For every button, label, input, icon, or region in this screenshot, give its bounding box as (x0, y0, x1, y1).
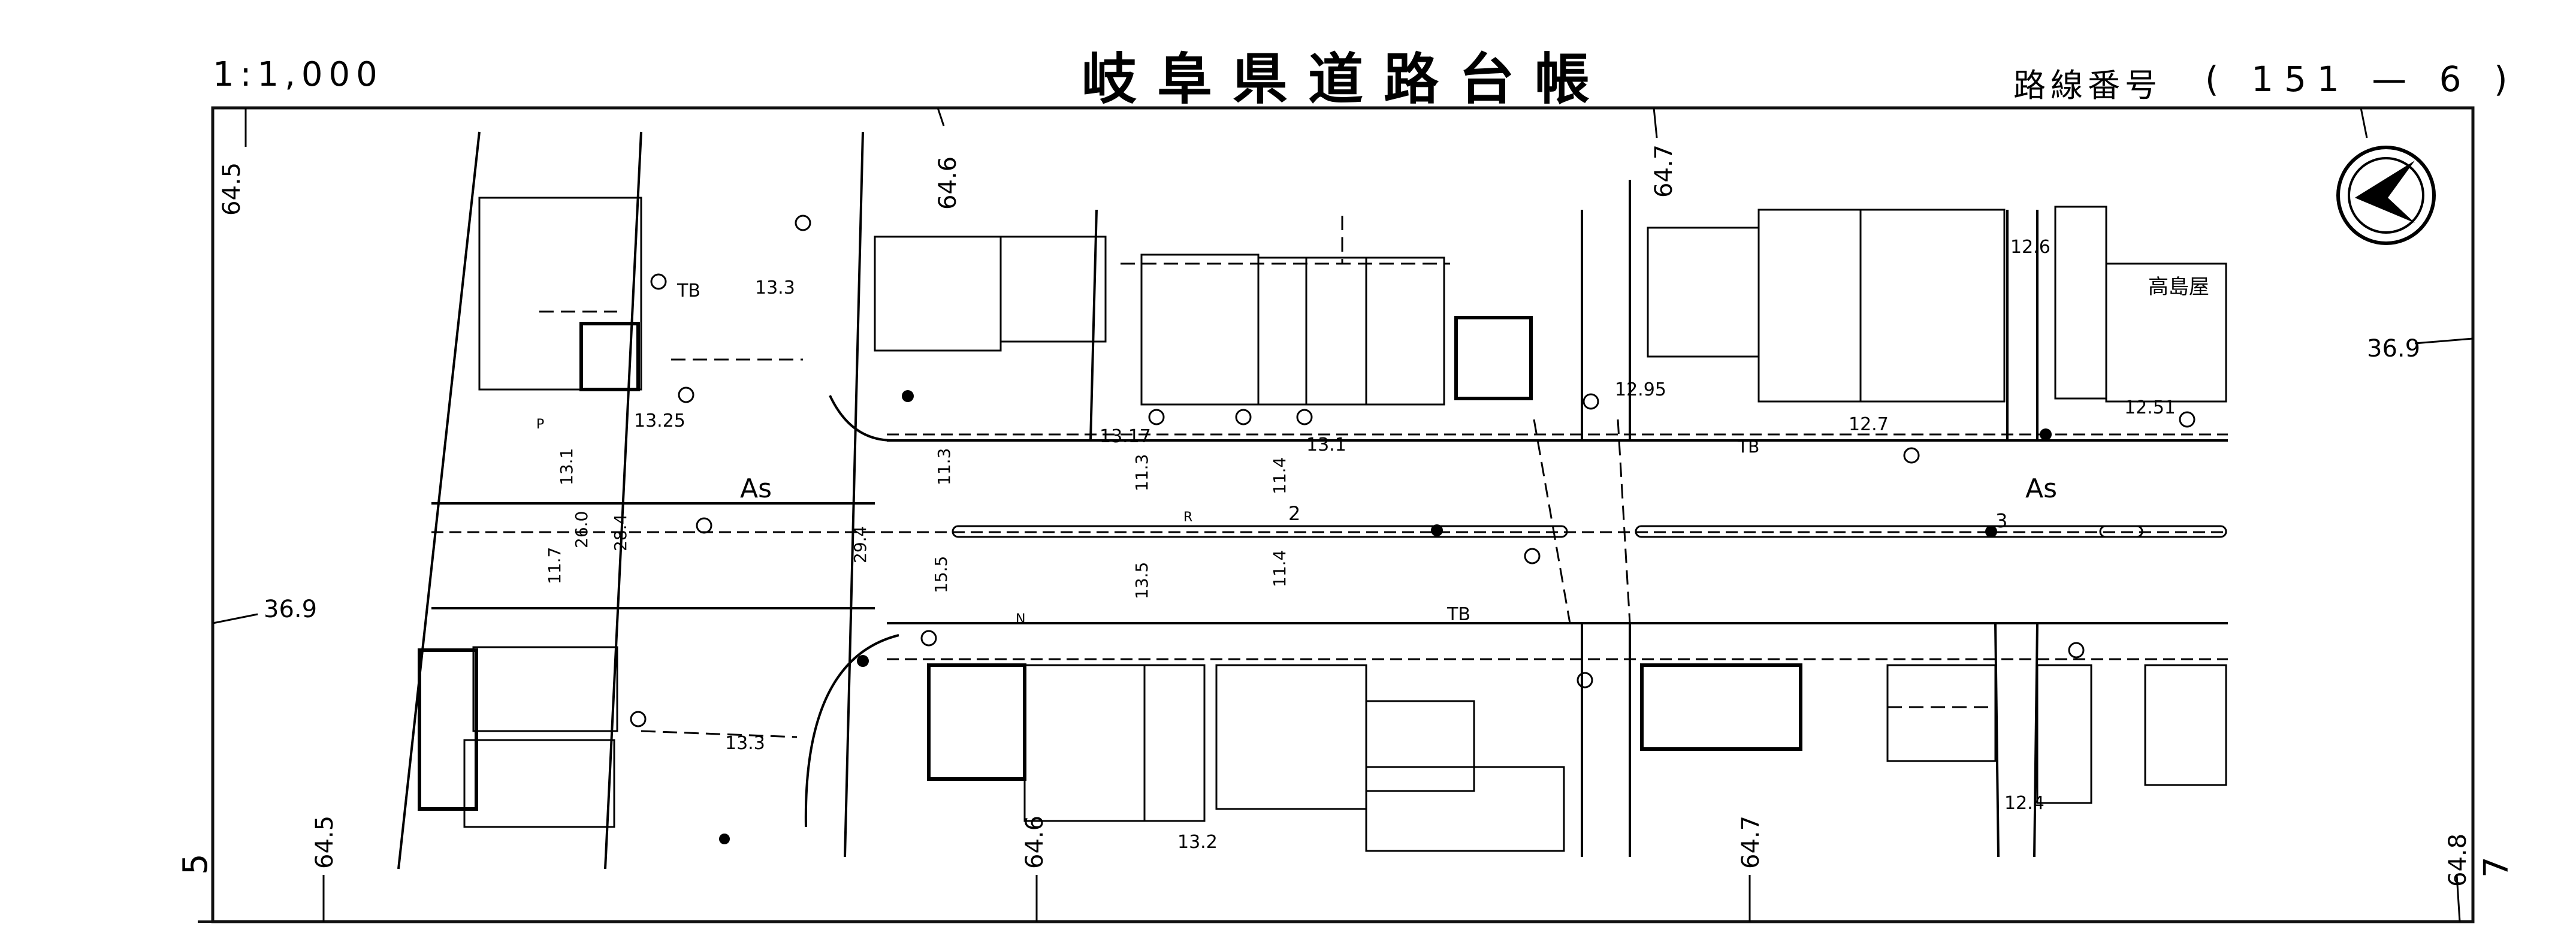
north-arrow-icon (2336, 146, 2436, 245)
route-number-label: 路線番号 (2013, 67, 2162, 104)
road-width: 13.2 (1177, 832, 1218, 853)
road-width: 13.1 (1306, 434, 1346, 455)
section-width: 13.5 (1132, 562, 1152, 599)
coordinate-tick: 36.9 (2367, 335, 2420, 363)
map-marker: TB (677, 280, 700, 301)
coordinate-tick: 36.9 (264, 596, 317, 623)
coordinate-tick: 64.6 (934, 156, 962, 210)
road-width: 12.6 (2010, 237, 2050, 258)
map-marker: N (1016, 612, 1025, 627)
road-width: 13.17 (1100, 426, 1151, 447)
building-name: 高島屋 (2148, 275, 2209, 299)
surface-label: As (740, 473, 772, 504)
map-marker: P (536, 417, 544, 432)
section-width: 15.5 (931, 556, 951, 593)
coordinate-tick: 64.5 (218, 162, 246, 216)
section-width: 11.4 (1270, 457, 1289, 494)
map-marker: TB (1737, 437, 1759, 457)
section-width: 11.3 (934, 448, 954, 485)
map-marker: 3 (1995, 509, 2007, 532)
section-width: 29.4 (850, 526, 870, 563)
route-number-value: ( 151 — 6 ) (2205, 59, 2518, 99)
section-width: 11.7 (545, 547, 564, 584)
section-width: 11.3 (1132, 454, 1152, 491)
section-width: 28.4 (611, 514, 630, 551)
road-width: 12.7 (1849, 414, 1889, 435)
section-width: 26.0 (572, 511, 591, 548)
road-width: 13.3 (755, 277, 795, 298)
map-marker: 2 (1288, 502, 1300, 525)
coordinate-tick: 64.7 (1650, 144, 1678, 198)
road-width: 13.25 (634, 410, 685, 431)
map-marker: TB (1446, 604, 1470, 625)
page-title: 岐阜県道路台帳 (1082, 47, 1611, 111)
coordinate-tick: 64.6 (1021, 816, 1049, 869)
sheet-number-left: 5 (176, 853, 215, 875)
map-marker: R (1183, 510, 1192, 525)
sheet-number-right: 7 (2477, 856, 2516, 878)
section-width: 13.1 (557, 448, 576, 485)
coordinate-tick: 64.8 (2444, 834, 2472, 887)
coordinate-tick: 64.7 (1737, 816, 1765, 869)
surface-label: As (2025, 473, 2057, 504)
scale-label: 1:1,000 (213, 55, 383, 94)
road-width: 12.51 (2124, 397, 2176, 418)
road-width: 13.3 (725, 733, 765, 754)
road-width: 12.4 (2004, 793, 2045, 814)
coordinate-tick: 64.5 (311, 816, 339, 869)
road-width: 12.95 (1615, 379, 1666, 400)
section-width: 11.4 (1270, 550, 1289, 587)
